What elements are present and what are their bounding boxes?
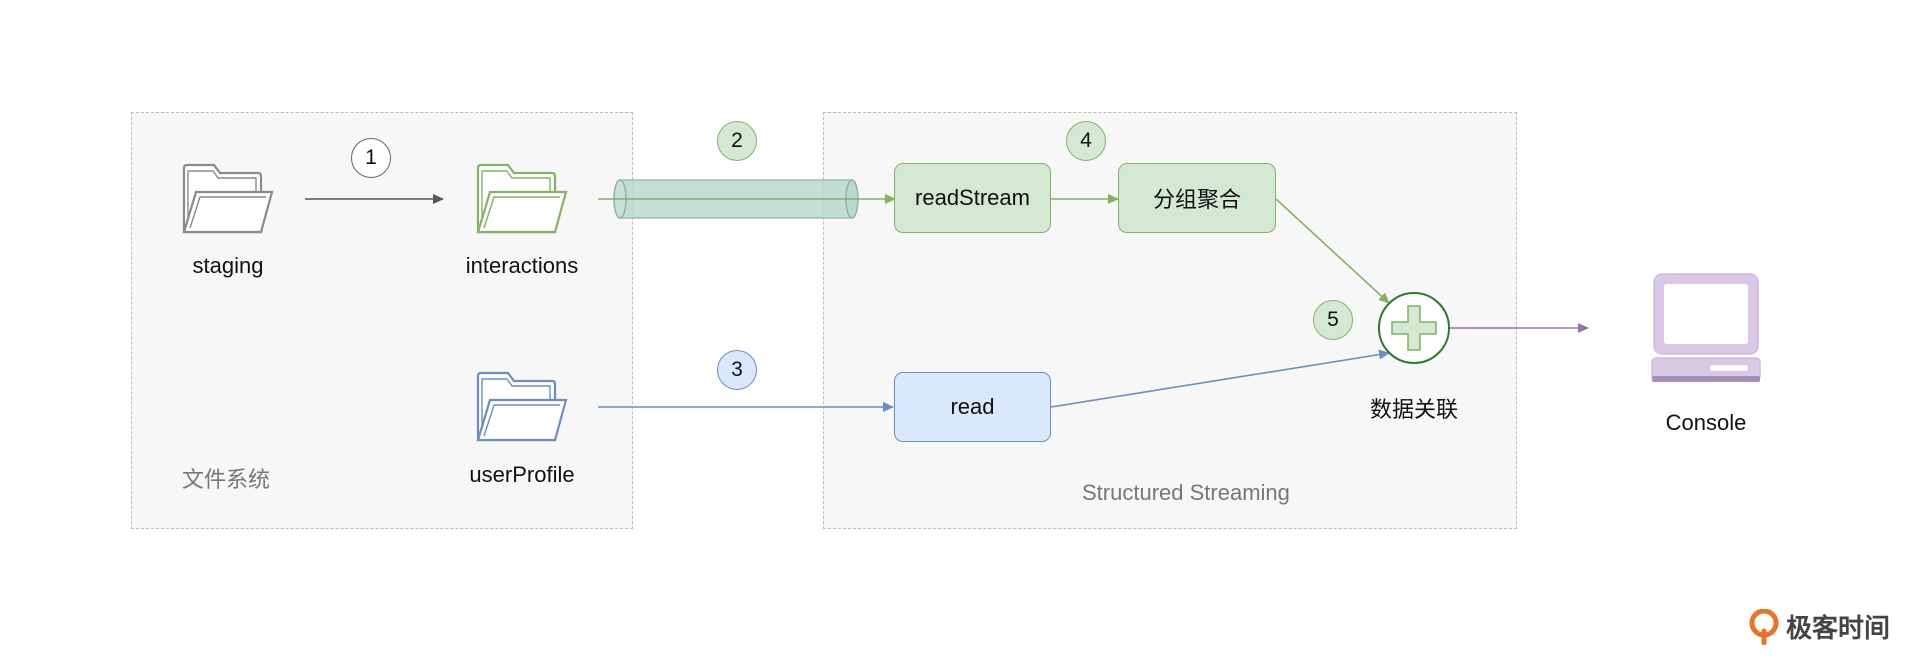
plus-icon: [1378, 292, 1450, 364]
arrow-groupagg-to-join: [1275, 198, 1390, 304]
step-badge-4: 4: [1066, 121, 1106, 161]
step-badge-2: 2: [717, 121, 757, 161]
read-node[interactable]: read: [894, 372, 1051, 442]
arrow-read-to-join: [1050, 349, 1390, 408]
console-label: Console: [1665, 410, 1747, 435]
userprofile-label: userProfile: [469, 462, 575, 487]
groupagg-node[interactable]: 分组聚合: [1118, 163, 1276, 233]
step-badge-1: 1: [351, 138, 391, 178]
geektime-logo-icon: [1749, 608, 1779, 645]
step-badge-5: 5: [1313, 300, 1353, 340]
staging-label: staging: [192, 253, 264, 278]
step-badge-3: 3: [717, 350, 757, 390]
interactions-label: interactions: [465, 253, 579, 278]
folder-icon: [476, 371, 568, 442]
brand-watermark: 极客时间: [1748, 608, 1890, 645]
folder-icon: [182, 163, 274, 234]
structured-streaming-region-label: Structured Streaming: [1082, 480, 1290, 505]
filesystem-region-label: 文件系统: [182, 467, 271, 492]
folder-icon: [476, 163, 568, 234]
brand-text: 极客时间: [1786, 613, 1891, 643]
readstream-node[interactable]: readStream: [894, 163, 1051, 233]
join-label: 数据关联: [1369, 397, 1458, 422]
computer-icon: [1651, 273, 1761, 382]
